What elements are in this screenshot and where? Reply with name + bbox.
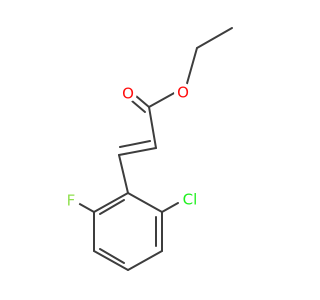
atom-labels: O O F Cl (62, 83, 201, 210)
bond-alkene-1 (118, 147, 157, 156)
bond-c-o-double-1 (135, 95, 150, 108)
bond-ch2-o (185, 47, 198, 88)
atom-cl-label: Cl (183, 191, 198, 209)
ring-bond-3 (127, 250, 163, 271)
atom-f: F (62, 191, 80, 210)
bond-ring-cl (161, 202, 179, 213)
structure-svg: O O F Cl (62, 27, 233, 271)
atom-o-carbonyl: O (119, 84, 137, 103)
bond-c-o-double-2 (131, 100, 146, 113)
bond-c-calpha (148, 106, 157, 149)
atom-o-ester: O (174, 83, 192, 102)
bonds (77, 27, 233, 271)
atom-f-label: F (67, 192, 76, 210)
bond-ch3-ch2 (196, 27, 233, 49)
atom-cl: Cl (179, 188, 201, 210)
atom-o-carbonyl-label: O (122, 85, 134, 103)
bond-cbeta-ring (118, 154, 129, 194)
molecule-diagram: O O F Cl (62, 27, 233, 271)
ring-inner-3 (99, 199, 125, 215)
bond-alkene-2 (119, 140, 151, 148)
ring-inner-2 (99, 248, 125, 264)
ring-bond-4 (93, 250, 129, 271)
ring-bond-1 (127, 192, 163, 213)
atom-o-ester-label: O (177, 84, 189, 102)
bond-o-c (148, 91, 177, 108)
bond-ring-f (77, 202, 95, 213)
ring-bond-6 (93, 192, 129, 213)
